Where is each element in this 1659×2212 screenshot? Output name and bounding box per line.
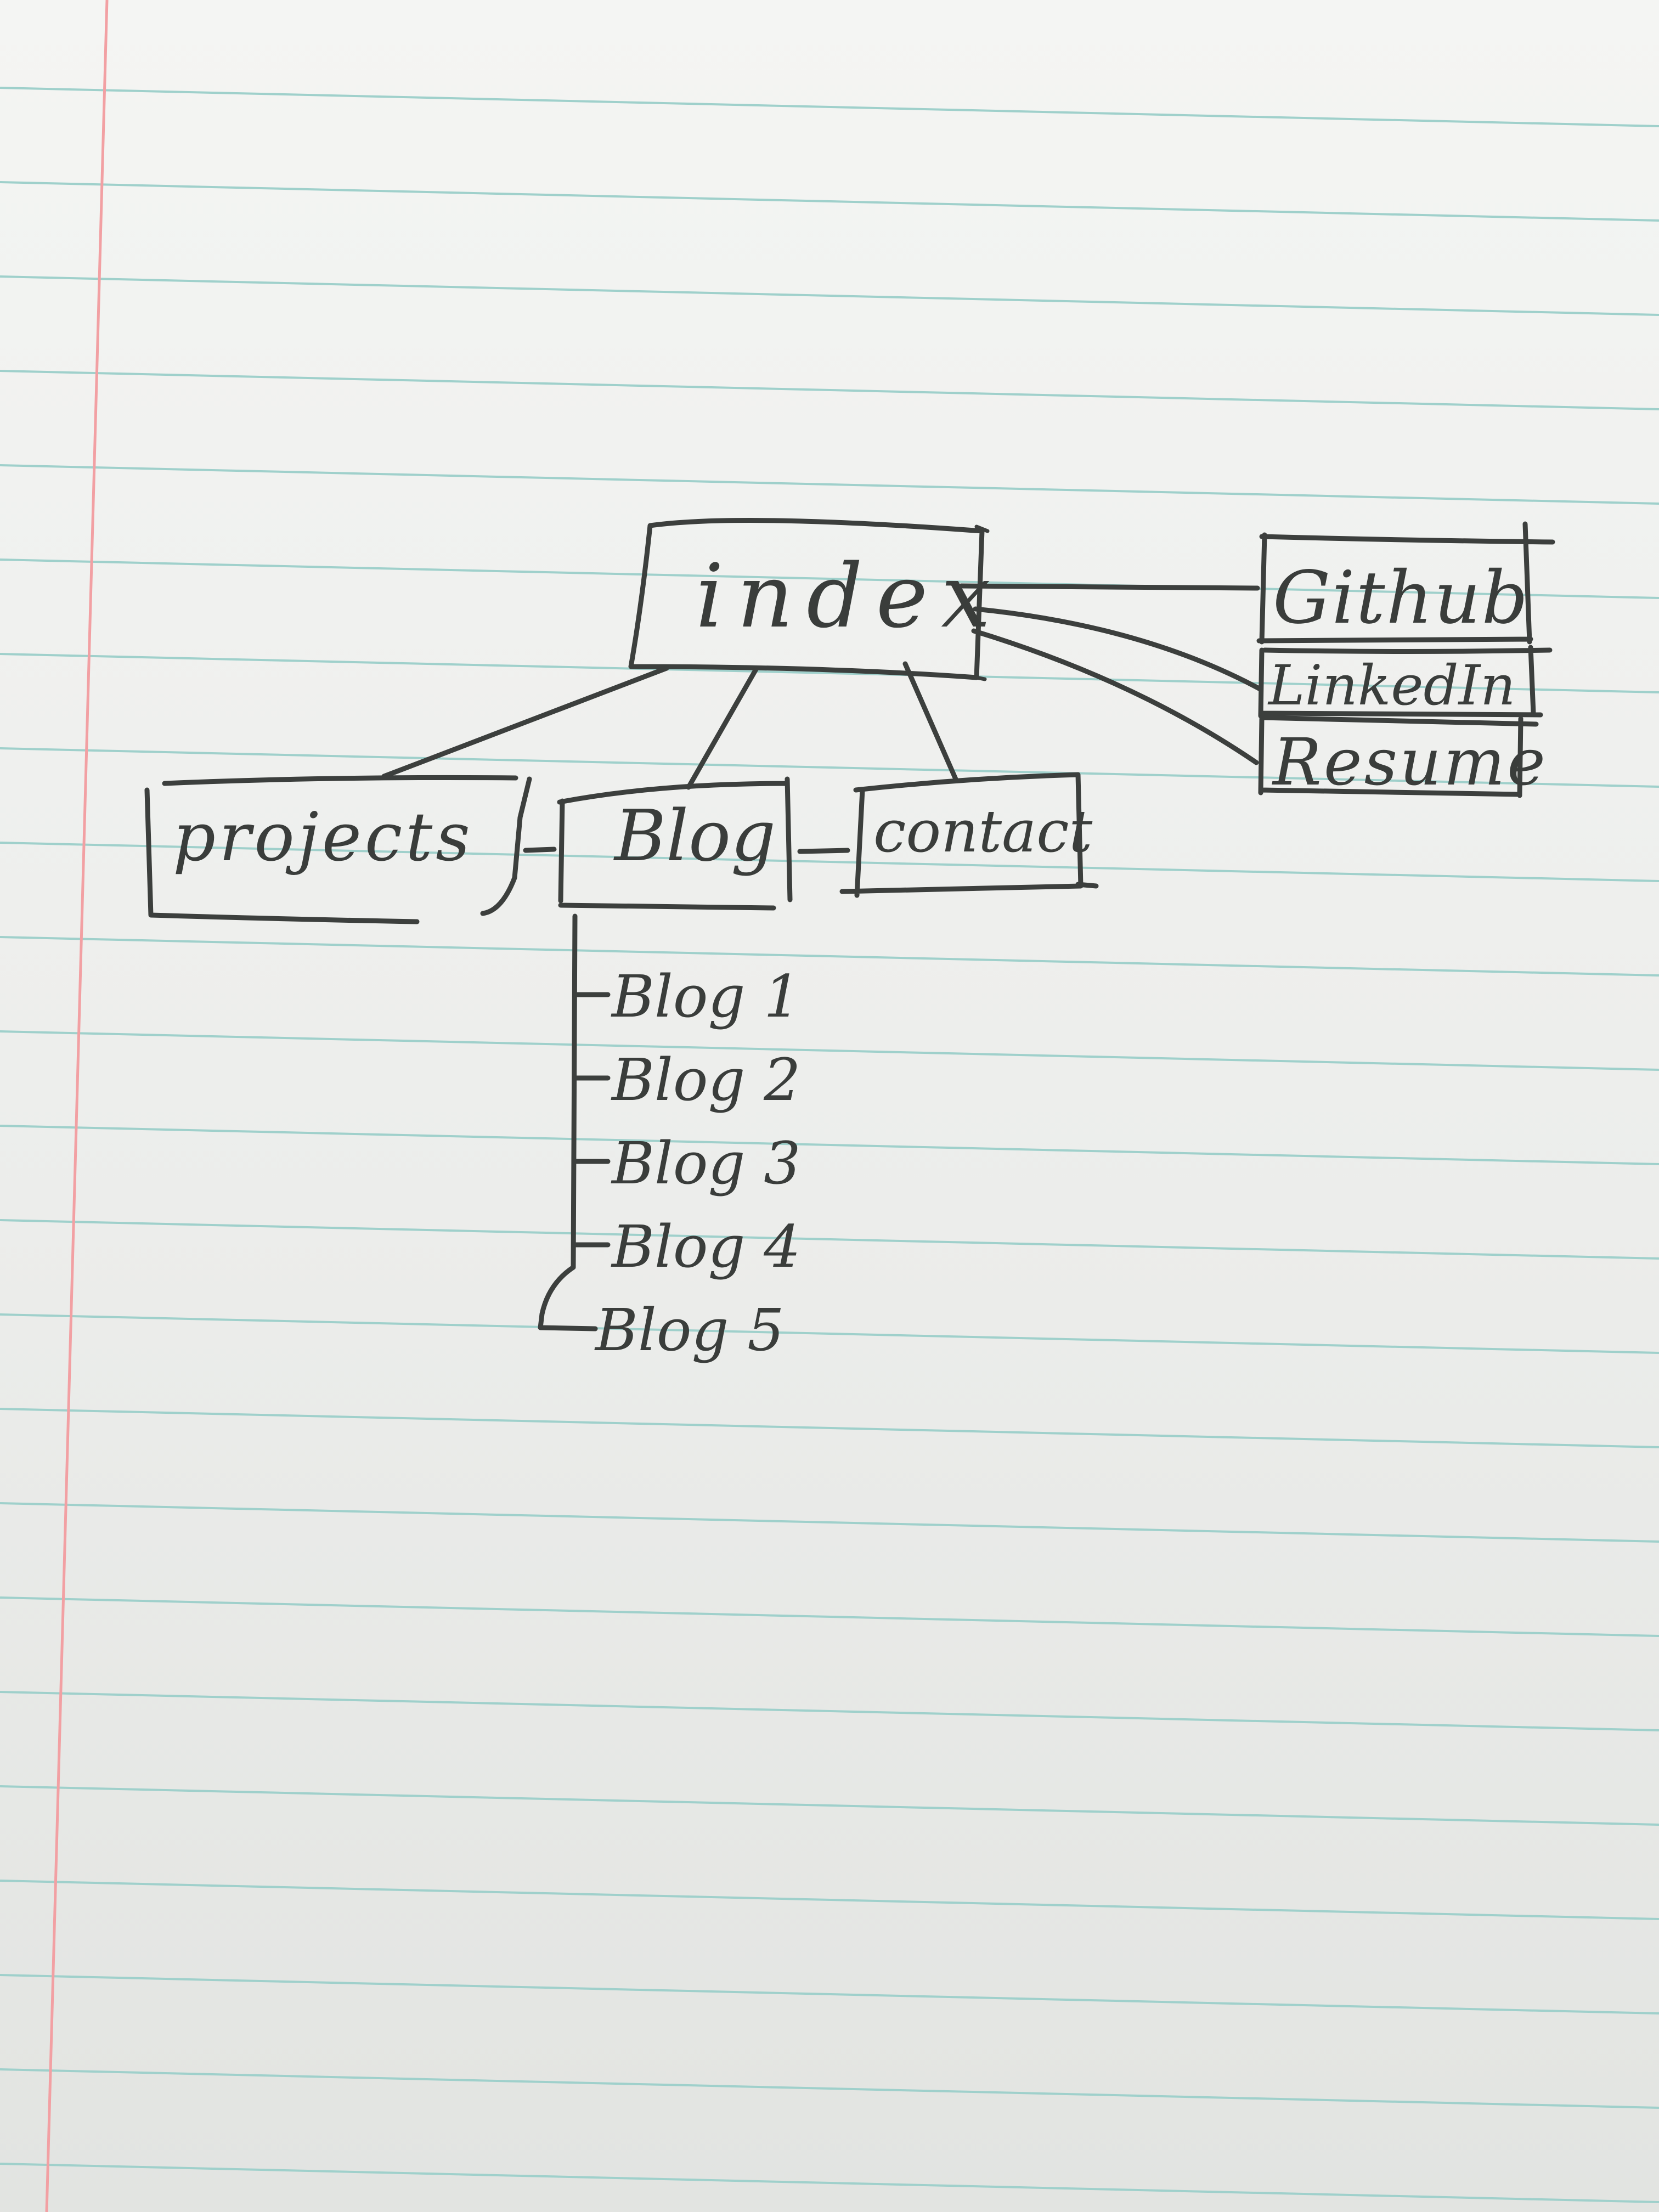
blog-box — [557, 776, 793, 911]
rule-line — [0, 2163, 1659, 2203]
rule-line — [0, 842, 1659, 882]
index-node: index — [628, 518, 1004, 681]
rule-line — [0, 1030, 1659, 1071]
rule-line — [0, 181, 1659, 222]
contact-node: contact — [839, 772, 1099, 898]
ruled-lines — [0, 87, 1659, 2203]
rule-line — [0, 1125, 1659, 1165]
index-box-tick — [974, 524, 990, 681]
index-to-pages-connectors — [381, 661, 958, 790]
github-label: Github — [1273, 556, 1529, 640]
index-box — [628, 518, 985, 680]
resume-box — [1258, 715, 1539, 798]
resume-label: Resume — [1272, 724, 1548, 800]
blog-post-label: Blog 1 — [611, 963, 801, 1030]
rule-line — [0, 1219, 1659, 1260]
blog-post-list: Blog 1 Blog 2 Blog 3 Blog 4 Blog 5 — [572, 963, 801, 1364]
blog-post-label: Blog 4 — [611, 1213, 801, 1280]
rule-line — [0, 1691, 1659, 1731]
rule-line — [0, 747, 1659, 788]
rule-line — [0, 1785, 1659, 1826]
rule-line — [0, 275, 1659, 316]
rule-line — [0, 936, 1659, 977]
projects-box — [144, 775, 532, 924]
rule-line — [0, 653, 1659, 693]
index-to-external-connectors — [958, 583, 1262, 765]
projects-label: projects — [173, 798, 473, 876]
contact-label: contact — [873, 798, 1093, 865]
connector-index-linkedin — [973, 606, 1262, 691]
blog-post-label: Blog 3 — [611, 1130, 801, 1197]
rule-line — [0, 1502, 1659, 1543]
rule-line — [0, 558, 1659, 599]
linkedin-box — [1258, 645, 1553, 719]
blog-post-label: Blog 2 — [611, 1046, 801, 1114]
margin-line — [45, 0, 109, 2212]
blog-node: Blog — [557, 776, 793, 911]
rule-line — [0, 1313, 1659, 1354]
linkedin-label: LinkedIn — [1267, 653, 1516, 718]
resume-node: Resume — [1258, 715, 1548, 800]
blog-tree-trunk — [538, 913, 598, 1331]
connector-index-contact — [902, 661, 958, 782]
connector-index-resume — [971, 628, 1259, 765]
blog-post-label: Blog 5 — [594, 1296, 785, 1364]
rule-line — [0, 370, 1659, 410]
rule-line — [0, 1974, 1659, 2015]
github-node: Github — [1256, 521, 1555, 645]
projects-node: projects — [144, 775, 532, 924]
rule-line — [0, 1596, 1659, 1637]
linkedin-node: LinkedIn — [1258, 645, 1553, 719]
rule-line — [0, 2068, 1659, 2109]
blog-label: Blog — [613, 795, 776, 877]
rule-line — [0, 1880, 1659, 1920]
rule-line — [0, 87, 1659, 127]
contact-box — [839, 772, 1099, 898]
link-blog-contact — [797, 848, 850, 854]
blog-children-tree: Blog 1 Blog 2 Blog 3 Blog 4 Blog 5 — [538, 913, 801, 1364]
rule-line — [0, 464, 1659, 505]
link-projects-blog — [523, 847, 557, 853]
connector-index-blog — [686, 667, 759, 790]
rule-line — [0, 1408, 1659, 1448]
connector-index-projects — [381, 665, 669, 779]
page-sibling-links — [523, 847, 850, 854]
index-label: index — [696, 545, 1004, 647]
connector-index-github — [958, 583, 1260, 591]
github-box — [1256, 521, 1555, 645]
